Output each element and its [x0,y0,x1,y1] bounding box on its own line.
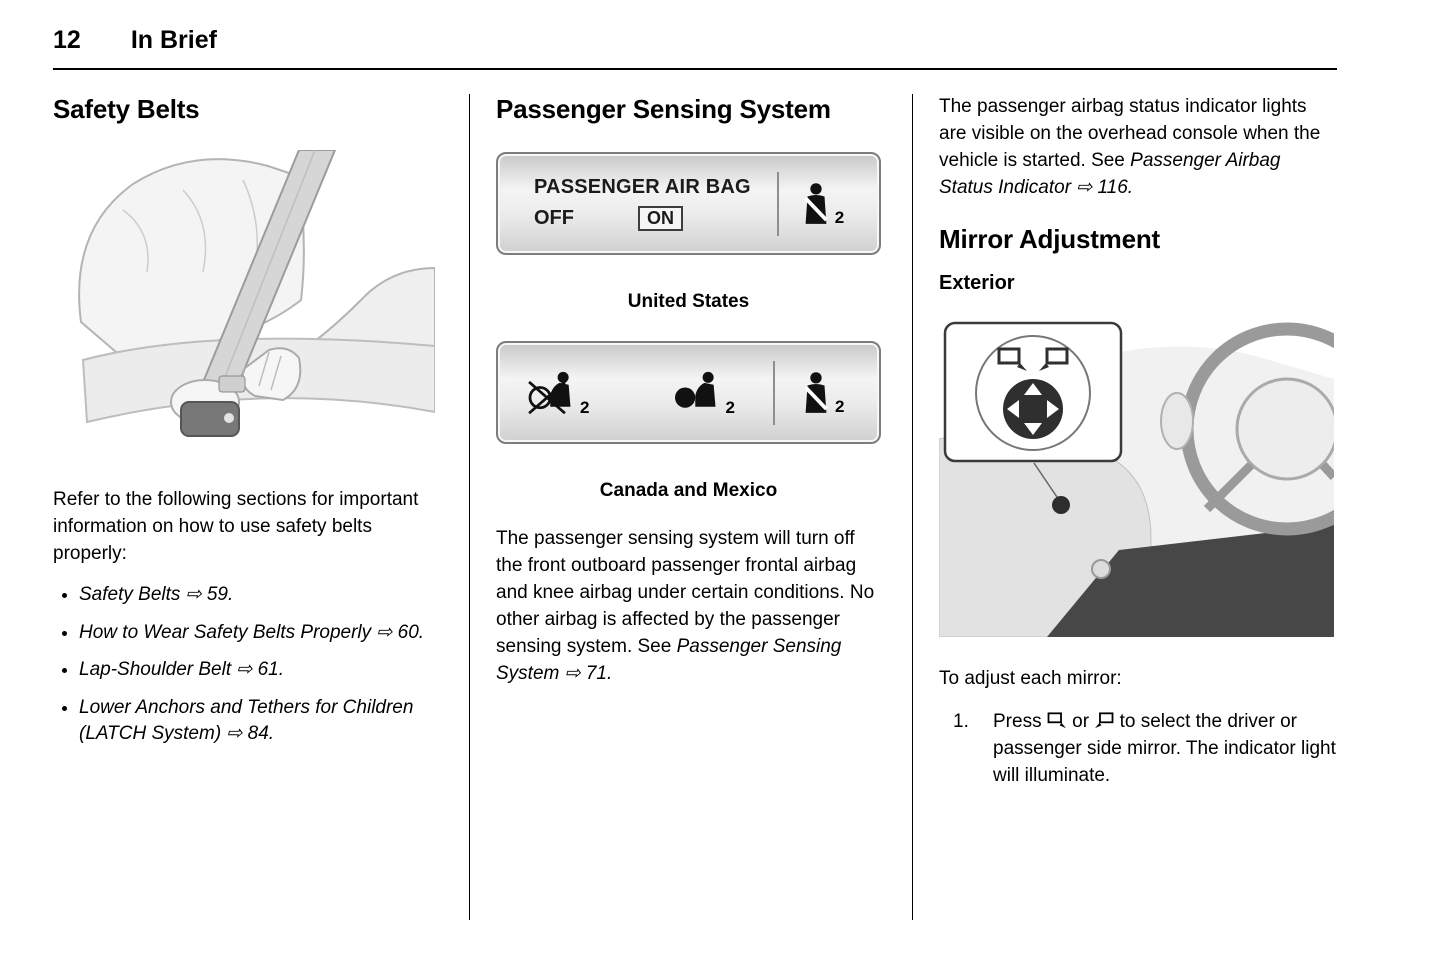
passenger-airbag-indicator-canada-mexico: 2 2 2 [496,341,881,445]
cross-reference-page: ⇨ 116. [1071,176,1134,198]
body-text-segment: The passenger sensing system will turn o… [496,528,875,658]
passenger-mirror-select-icon [1095,712,1114,729]
cross-reference: Passenger Airbag Status Indicator [939,149,1281,198]
caption-united-states: United States [627,291,750,313]
icon-subscript: 2 [580,397,590,417]
airbag-off-group: 2 [528,370,589,416]
airbag-status-paragraph: The passenger airbag status indicator li… [939,94,1337,202]
icon-subscript: 2 [834,396,845,416]
section-heading-mirror-adjustment: Mirror Adjustment [939,223,1160,254]
cross-reference: Passenger Sensing System [496,636,842,684]
section-heading-safety-belts: Safety Belts [53,94,200,124]
header-rule [53,68,1337,70]
list-item: Lap-Shoulder Belt ⇨ 61. [79,657,443,684]
column-safety-belts: Safety Belts Refe [53,94,443,920]
safety-belt-illustration [63,149,443,457]
list-item: How to Wear Safety Belts Properly ⇨ 60. [79,620,443,647]
airbag-on-group: 2 [673,370,735,417]
step-number: 1. [953,711,969,732]
indicator-divider [772,360,775,425]
body-text-segment: Press [993,711,1047,732]
page-number: 12 [53,26,81,54]
body-text-segment: to select the driver or passenger side m… [993,711,1336,786]
seatbelt-reminder-group: 2 [799,371,844,415]
icon-subscript: 2 [834,207,845,227]
section-heading-passenger-sensing: Passenger Sensing System [496,94,831,124]
manual-page: 12 In Brief Safety Belts [0,0,1445,920]
list-item: Lower Anchors and Tethers for Children (… [79,695,443,748]
caption-canada-mexico: Canada and Mexico [599,480,778,502]
cross-reference-page: ⇨ 71. [559,663,613,684]
passenger-sensing-body: The passenger sensing system will turn o… [496,526,886,688]
chapter-title: In Brief [130,26,217,54]
body-text-segment: The passenger airbag status indicator li… [939,96,1321,171]
column-divider [912,94,913,920]
passenger-air-bag-label: PASSENGER AIR BAG [534,176,751,199]
body-text-segment: or [1066,711,1095,732]
numbered-step-1: 1. Press or to select the driver or pass… [939,709,1337,790]
on-label: ON [638,206,683,232]
airbag-off-icon [528,371,571,414]
seatbelt-reminder-icon [804,182,828,224]
safety-belts-reference-list: Safety Belts ⇨ 59. How to Wear Safety Be… [59,582,443,748]
passenger-airbag-indicator-us: PASSENGER AIR BAG OFF ON 2 [496,152,881,256]
mirror-control-illustration [938,317,1394,642]
column-mirror-adjustment: The passenger airbag status indicator li… [938,94,1394,920]
indicator-text-block: PASSENGER AIR BAG OFF ON [498,176,751,232]
off-label: OFF [534,207,574,230]
list-item: Safety Belts ⇨ 59. [79,582,443,609]
column-passenger-sensing: Passenger Sensing System PASSENGER AIR B… [496,94,886,920]
mirror-control-image [938,317,1394,638]
seatbelt-reminder-icon [804,371,828,413]
safety-belts-intro: Refer to the following sections for impo… [53,489,419,565]
column-divider [469,94,470,920]
safety-belt-buckling-image [63,149,436,453]
page-header: 12 In Brief [53,26,1445,55]
adjust-mirror-intro: To adjust each mirror: [939,668,1122,690]
subheading-exterior: Exterior [939,272,1015,295]
indicator-divider [776,171,779,236]
airbag-on-icon [675,371,716,408]
icon-subscript: 2 [725,397,735,417]
seatbelt-reminder-group: 2 [799,182,844,226]
step-text: Press or to select the driver or passeng… [993,709,1337,790]
driver-mirror-select-icon [1047,712,1066,729]
